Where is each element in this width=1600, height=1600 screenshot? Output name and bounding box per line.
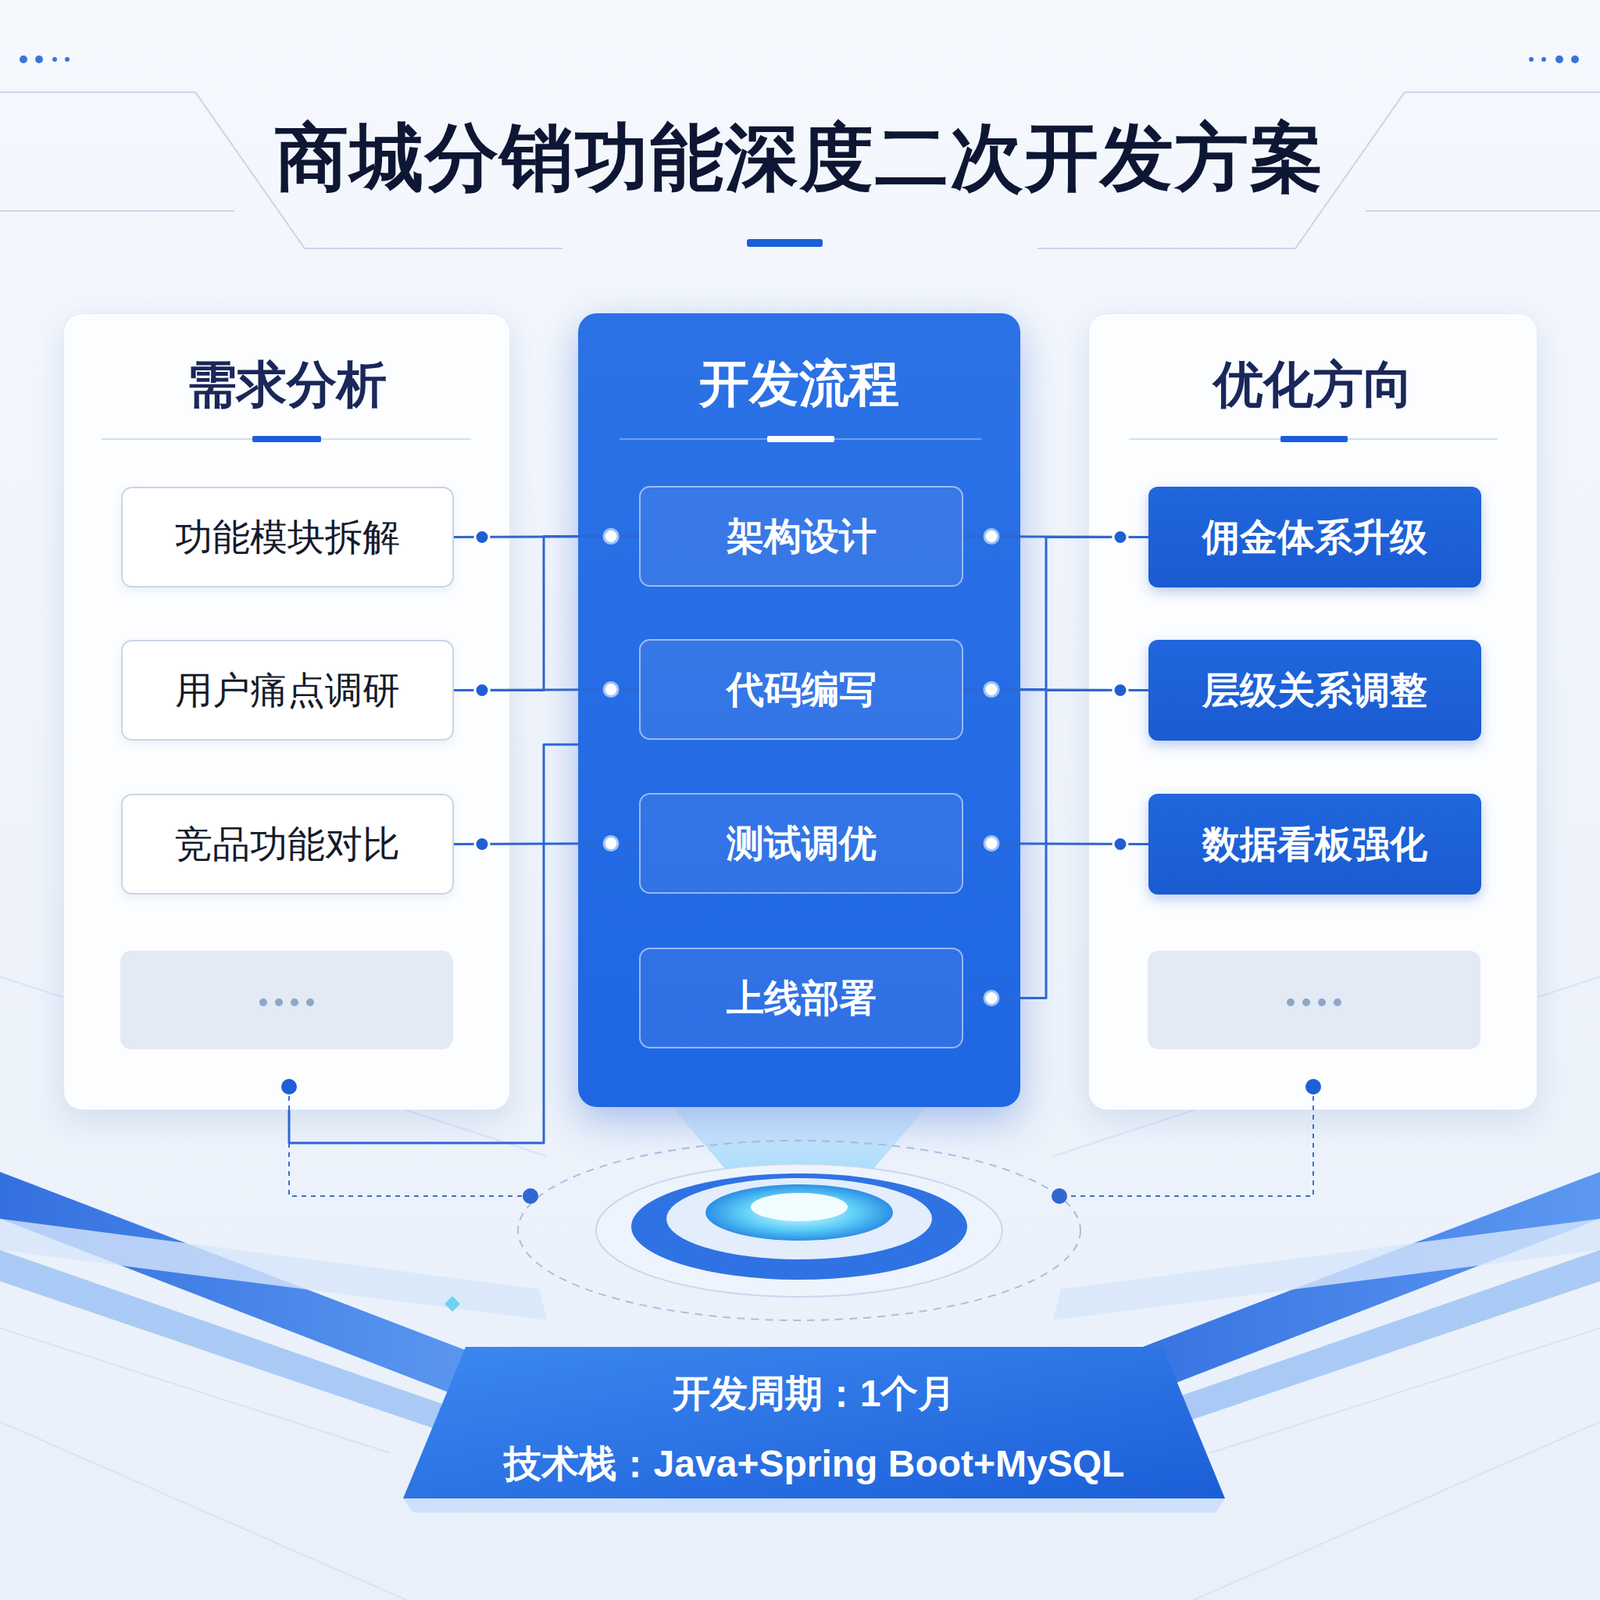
process-step: 测试调优 <box>639 792 964 894</box>
group-panel: 需求分析功能模块拆解用户痛点调研竞品功能对比 <box>63 313 511 1111</box>
corner-dots <box>19 55 1579 64</box>
box-label: 功能模块拆解 <box>175 512 400 563</box>
box-label: 佣金体系升级 <box>1202 512 1428 563</box>
panel-heading: 优化方向 <box>1089 345 1537 424</box>
process-step: 架构设计 <box>639 485 964 587</box>
connector-line <box>453 536 640 538</box>
connector-dots <box>475 529 1128 1006</box>
optimization-box: 数据看板强化 <box>1148 793 1482 895</box>
connector-line <box>453 689 640 691</box>
process-step: 上线部署 <box>639 947 964 1049</box>
corner-lines <box>0 92 1600 249</box>
box-label: 竞品功能对比 <box>175 819 400 870</box>
connector-dot <box>1113 530 1128 545</box>
optimization-box: 佣金体系升级 <box>1148 486 1482 588</box>
group-panel: 开发流程架构设计代码编写测试调优上线部署 <box>578 313 1021 1108</box>
connector-dot <box>984 682 999 697</box>
title-bar <box>746 239 823 247</box>
analysis-box: 功能模块拆解 <box>121 486 454 588</box>
connector-line <box>963 689 1149 691</box>
panel-heading: 开发流程 <box>578 344 1021 423</box>
box-label: 测试调优 <box>726 818 877 869</box>
connector-dot <box>475 683 490 698</box>
floor-stripes <box>0 1171 1600 1430</box>
info-platform: 开发周期：1个月技术栈：Java+Spring Boot+MySQL <box>403 1345 1225 1513</box>
process-step: 代码编写 <box>639 639 964 740</box>
group-panel: 优化方向佣金体系升级层级关系调整数据看板强化 <box>1088 313 1538 1111</box>
connector-line <box>453 536 640 691</box>
connector-dot <box>1113 530 1128 545</box>
info-line: 开发周期：1个月 <box>672 1368 957 1419</box>
connector-line <box>963 536 1149 538</box>
analysis-box: 用户痛点调研 <box>121 639 454 741</box>
diagram-title: 商城分销功能深度二次开发方案 <box>0 103 1600 213</box>
connector-dot <box>1113 837 1128 852</box>
connector-line <box>963 690 1149 999</box>
panel-heading: 需求分析 <box>64 345 510 424</box>
connector-line <box>453 843 640 845</box>
box-label: 数据看板强化 <box>1202 819 1428 870</box>
connector-line <box>963 843 1149 845</box>
box-label: 架构设计 <box>726 511 877 562</box>
info-line: 技术栈：Java+Spring Boot+MySQL <box>503 1439 1125 1490</box>
trapezoid-shape <box>403 1345 1225 1513</box>
connector-dot <box>475 683 490 698</box>
connector-dot <box>984 529 999 544</box>
optimization-box: 层级关系调整 <box>1148 639 1482 741</box>
connector-dot <box>475 837 490 852</box>
trapezoid-face <box>403 1346 1225 1499</box>
connector-dot <box>984 682 999 697</box>
connector-dot <box>603 836 618 851</box>
trapezoid-rim <box>403 1498 1225 1513</box>
box-label: 层级关系调整 <box>1202 665 1428 716</box>
connector-dot <box>603 682 618 697</box>
info-text-group: 开发周期：1个月技术栈：Java+Spring Boot+MySQL <box>403 1345 1225 1513</box>
box-label: 代码编写 <box>726 664 877 715</box>
connector-dot <box>1113 683 1128 698</box>
connector-dot <box>984 836 999 851</box>
connector-line <box>289 744 579 1143</box>
connector-dot <box>984 991 999 1006</box>
connector-dot <box>603 529 618 544</box>
box-label: 用户痛点调研 <box>175 665 400 716</box>
connector-dot <box>603 529 618 544</box>
connector-dot <box>1113 683 1128 698</box>
connector-line <box>963 537 1149 690</box>
hub-platform <box>444 1140 1081 1321</box>
analysis-box: 竞品功能对比 <box>121 793 454 895</box>
connector-dot <box>475 530 490 545</box>
box-label: 上线部署 <box>726 973 877 1024</box>
